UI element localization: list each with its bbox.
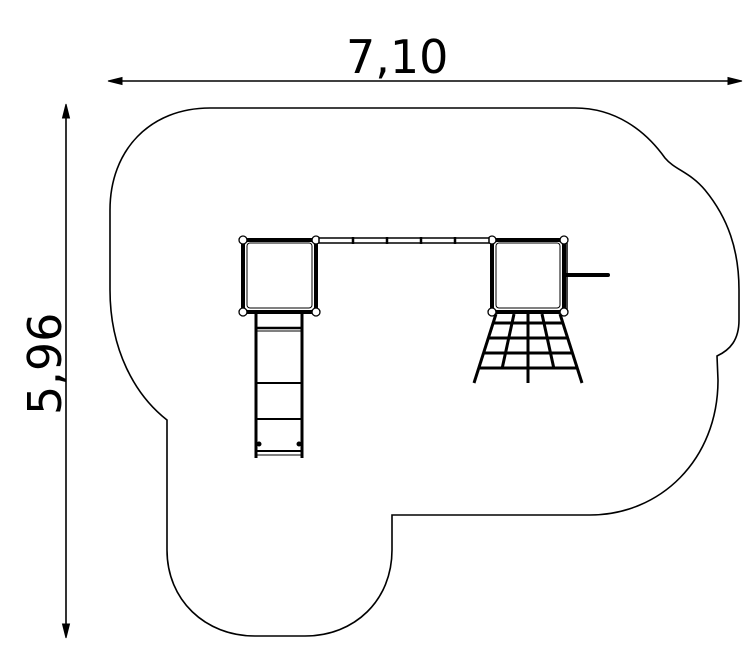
climbing-net [472, 313, 584, 384]
height-dimension-line [61, 103, 71, 639]
tower-right [487, 235, 569, 317]
tower-left [238, 235, 321, 317]
width-dimension-line [107, 76, 743, 86]
slide [254, 312, 304, 458]
bridge [318, 237, 490, 244]
safety-zone-outline [109, 107, 740, 637]
width-dimension-label: 7,10 [346, 30, 449, 84]
